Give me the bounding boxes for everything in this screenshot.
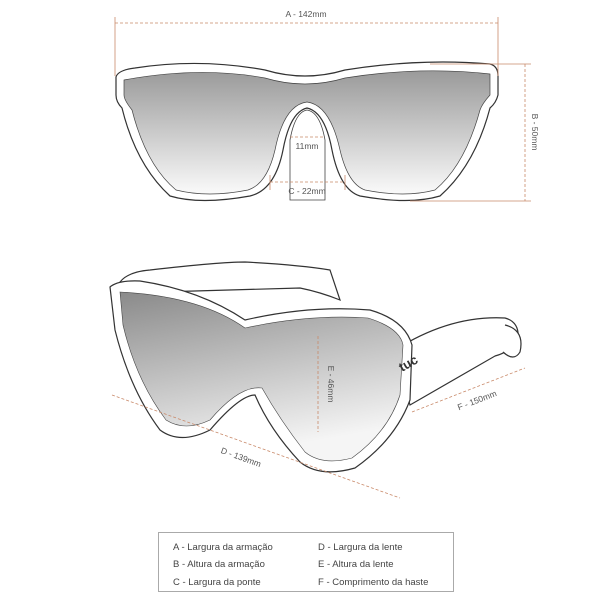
legend-item: F - Comprimento da haste xyxy=(318,576,429,588)
front-view xyxy=(115,61,499,202)
dimension-d-label: D - 139mm xyxy=(220,445,263,469)
legend-item: B - Altura da armação xyxy=(173,559,265,571)
temple-tip xyxy=(502,324,522,358)
bridge-inner-label: 11mm xyxy=(296,141,319,151)
dimension-d-line xyxy=(111,394,401,499)
dimension-f-line xyxy=(411,367,526,413)
dimension-b-label: B - 50mm xyxy=(530,114,540,151)
dimension-c-label: C - 22mm xyxy=(288,186,325,196)
legend-item: C - Largura da ponte xyxy=(173,576,261,588)
legend-item: E - Altura da lente xyxy=(318,559,394,571)
legend-box: A - Largura da armação D - Largura da le… xyxy=(158,532,454,592)
dimension-f-label: F - 150mm xyxy=(456,388,498,412)
nose-bridge xyxy=(289,109,326,201)
legend-item: D - Largura da lente xyxy=(318,542,403,553)
legend-item: A - Largura da armação xyxy=(173,542,273,553)
front-lens xyxy=(123,70,491,195)
angled-view: tuc xyxy=(109,261,522,473)
dimension-a-label: A - 142mm xyxy=(285,9,326,19)
angled-lens xyxy=(119,291,404,462)
dimension-e-label: E - 46mm xyxy=(326,366,336,403)
